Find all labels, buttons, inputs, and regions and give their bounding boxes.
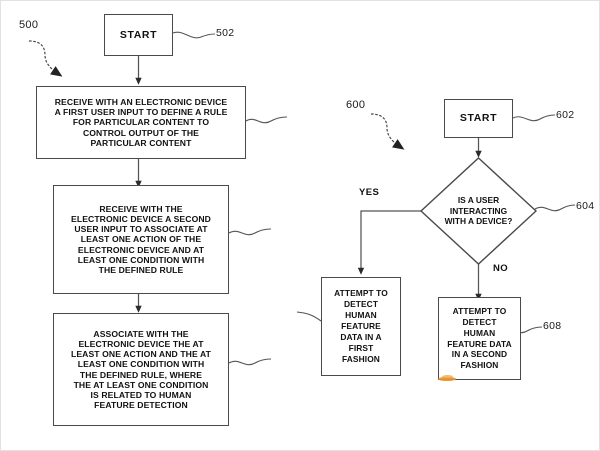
process-node-608-label: ATTEMPT TO DETECT HUMAN FEATURE DATA IN … [447, 305, 512, 371]
leader-508 [228, 358, 272, 366]
flow-600-ref: 600 [346, 99, 366, 111]
decision-node-604: IS A USER INTERACTING WITH A DEVICE? [421, 158, 536, 264]
decision-node-604-label: IS A USER INTERACTING WITH A DEVICE? [444, 194, 513, 227]
ref-502: 502 [216, 27, 235, 39]
process-node-508: ASSOCIATE WITH THE ELECTRONIC DEVICE THE… [53, 313, 229, 426]
leader-602 [512, 114, 556, 122]
process-node-504-label: RECEIVE WITH AN ELECTRONIC DEVICE A FIRS… [54, 97, 228, 148]
start-node-602-label: START [459, 112, 498, 125]
start-node-602: START [444, 99, 513, 138]
leader-604 [534, 204, 576, 212]
process-node-504: RECEIVE WITH AN ELECTRONIC DEVICE A FIRS… [36, 86, 246, 159]
flow-600-pointer [370, 113, 405, 150]
process-node-506: RECEIVE WITH THE ELECTRONIC DEVICE A SEC… [53, 185, 229, 294]
leader-504 [245, 116, 288, 124]
branch-label-yes: YES [359, 187, 380, 198]
ref-604: 604 [576, 200, 595, 212]
scan-smudge-artifact [438, 376, 456, 381]
process-node-508-label: ASSOCIATE WITH THE ELECTRONIC DEVICE THE… [70, 328, 212, 410]
leader-502 [172, 31, 216, 39]
connector-yes-branch [357, 210, 421, 275]
start-node-502: START [104, 14, 173, 56]
process-node-606-label: ATTEMPT TO DETECT HUMAN FEATURE DATA IN … [334, 288, 388, 364]
ref-602: 602 [556, 109, 575, 121]
scan-smudge-artifact-secondary [442, 374, 453, 378]
decision-604-shape [419, 157, 538, 265]
branch-label-no: NO [493, 263, 509, 274]
process-node-506-label: RECEIVE WITH THE ELECTRONIC DEVICE A SEC… [71, 204, 211, 275]
leader-606 [296, 311, 322, 322]
leader-506 [228, 228, 272, 236]
ref-608: 608 [543, 320, 562, 332]
process-node-606: ATTEMPT TO DETECT HUMAN FEATURE DATA IN … [321, 277, 401, 376]
start-node-502-label: START [119, 28, 158, 41]
flow-500-ref: 500 [19, 19, 39, 31]
flow-500-pointer [28, 40, 63, 77]
process-node-608: ATTEMPT TO DETECT HUMAN FEATURE DATA IN … [438, 297, 521, 380]
